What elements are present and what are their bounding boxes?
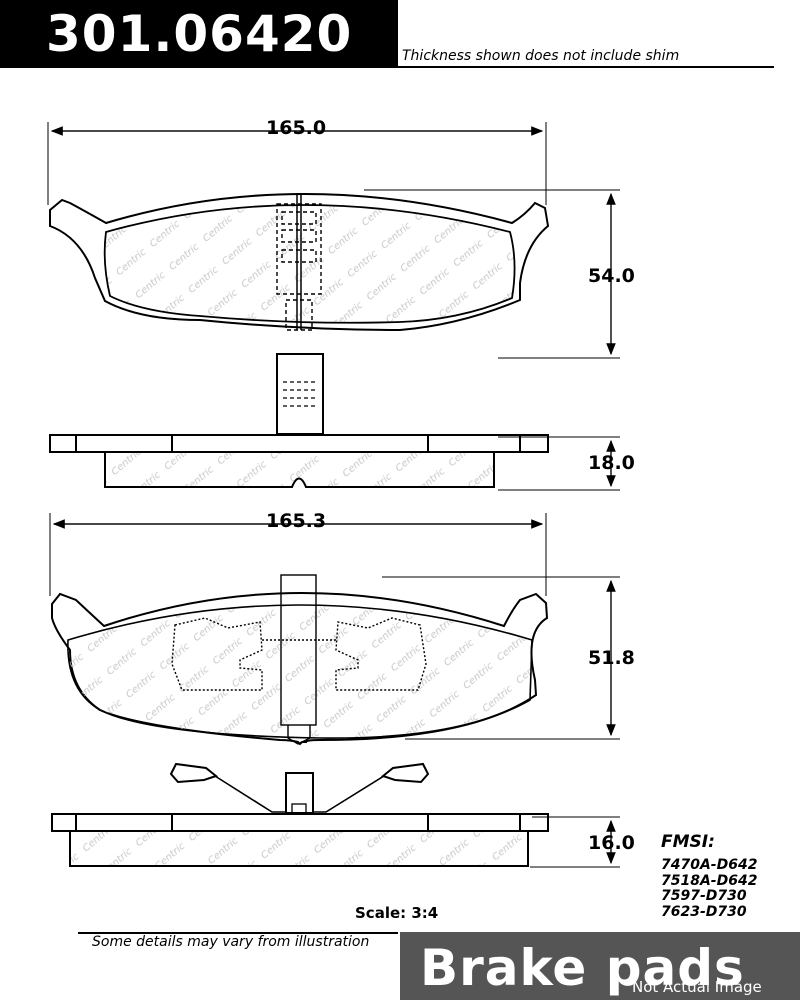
fmsi-code: 7597-D730 (661, 888, 747, 904)
product-title-box (400, 932, 800, 1000)
part-number-banner: 301.06420 (0, 0, 398, 68)
top-pad-edge-view (49, 353, 620, 491)
fmsi-title: FMSI: (661, 832, 715, 852)
dimension-bottom-thickness: 16.0 (588, 832, 635, 854)
dimension-top-width: 165.0 (266, 117, 327, 139)
fmsi-code: 7518A-D642 (661, 872, 758, 889)
dimension-top-thickness: 18.0 (588, 452, 635, 474)
dimension-top-height: 54.0 (588, 265, 635, 287)
fmsi-list: 7470A-D642 7518A-D642 7597-D730 7623-D73… (661, 857, 758, 920)
not-actual-image-label: Not Actual Image (632, 978, 762, 996)
fmsi-code: 7470A-D642 (661, 857, 758, 873)
top-pad-front-view (47, 122, 620, 359)
bottom-pad-edge-view (51, 762, 620, 868)
scale-label: Scale: 3:4 (355, 904, 439, 922)
illustration-note: Some details may vary from illustration (92, 934, 370, 950)
header-rule (398, 66, 774, 68)
part-number: 301.06420 (46, 5, 353, 63)
product-title: Brake pads (420, 939, 745, 997)
bottom-pad-front-view (49, 513, 620, 746)
footer-rule (78, 932, 398, 934)
fmsi-code: 7623-D730 (661, 903, 747, 920)
dimension-bottom-width: 165.3 (266, 510, 327, 532)
shim-note: Thickness shown does not include shim (402, 48, 680, 64)
dimension-bottom-height: 51.8 (588, 647, 635, 669)
